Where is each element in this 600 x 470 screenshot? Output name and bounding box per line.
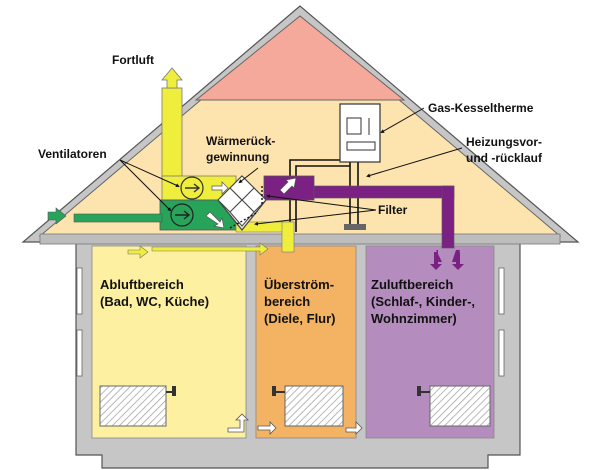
abluft-title: Abluftbereich — [100, 277, 184, 292]
extract-arrow — [127, 245, 149, 259]
flow-arrows-bottom — [227, 413, 363, 435]
filter-marks — [229, 186, 263, 229]
label-heizung-2: und -rücklauf — [466, 151, 543, 165]
label-filter: Filter — [378, 203, 408, 217]
fan-lower — [170, 203, 194, 227]
label-gas-kessel: Gas-Kesseltherme — [428, 101, 534, 115]
floor-slab — [39, 233, 561, 245]
zuluft-sub: Wohnzimmer) — [371, 311, 457, 326]
zuluft-line2: (Schlaf-, Kinder-, — [371, 294, 475, 309]
label-heizung-1: Heizungsvor- — [466, 135, 542, 149]
label-waermerueck-2: gewinnung — [206, 150, 269, 164]
supply-arrow-left — [430, 252, 442, 270]
window-slits — [76, 267, 505, 377]
callout-lines — [119, 107, 463, 226]
ueberstroem-title: Überström- — [264, 277, 334, 292]
roof-peak — [194, 15, 406, 101]
label-waermerueck-1: Wärmerück- — [206, 134, 275, 148]
supply-arrows — [436, 250, 460, 262]
ueberstroem-sub: (Diele, Flur) — [264, 311, 336, 326]
extract-duct-drop — [281, 221, 295, 253]
pipe-feet — [344, 224, 366, 230]
zuluft-title: Zuluftbereich — [371, 277, 453, 292]
abluft-sub: (Bad, WC, Küche) — [100, 294, 209, 309]
radiator-right — [417, 385, 491, 427]
supply-duct-vertical — [441, 185, 455, 249]
unit-flow-arrows — [205, 177, 297, 229]
heat-exchanger — [217, 175, 267, 231]
exhaust-duct-vertical — [161, 87, 183, 181]
label-fortluft: Fortluft — [112, 53, 154, 67]
label-ventilatoren: Ventilatoren — [38, 147, 107, 161]
overflow-arrow — [151, 242, 269, 256]
fresh-air-inlet — [73, 213, 163, 223]
supply-arrow-right — [452, 252, 464, 270]
fan-upper — [180, 176, 204, 200]
radiator-left — [99, 385, 176, 427]
gas-boiler — [339, 103, 381, 163]
radiator-middle — [272, 385, 344, 427]
exhaust-arrow — [161, 67, 183, 89]
supply-duct-horizontal — [313, 185, 455, 199]
ueberstroem-line2: bereich — [264, 294, 310, 309]
fresh-air-arrow — [47, 207, 67, 225]
